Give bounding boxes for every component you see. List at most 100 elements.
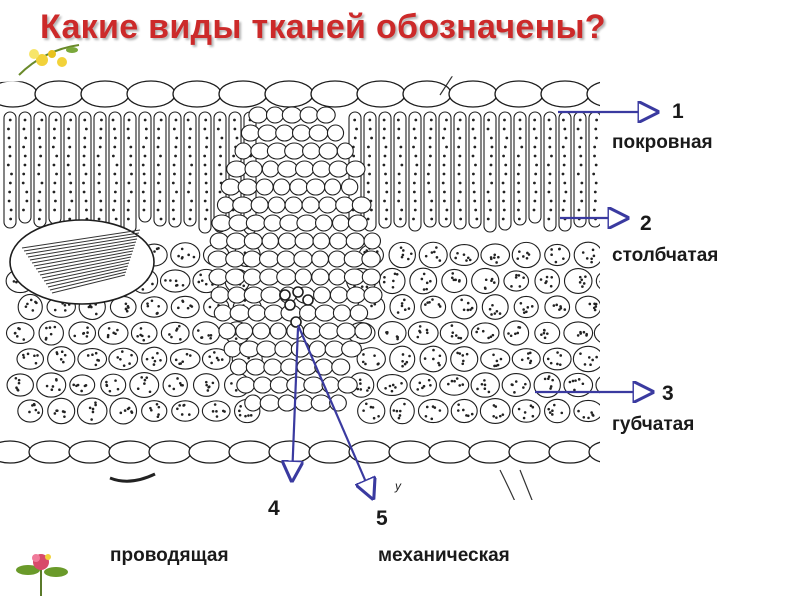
chloroplast [442, 154, 446, 158]
chloroplast [613, 354, 616, 357]
chloroplast [510, 383, 514, 386]
chloroplast [581, 382, 585, 386]
chloroplast [474, 163, 477, 167]
chloroplast [460, 298, 463, 302]
spongy-cell [169, 348, 201, 370]
chloroplast [547, 407, 551, 411]
lower-epidermis-cell [108, 440, 152, 464]
chloroplast [488, 172, 492, 176]
spongy-cell [357, 398, 386, 424]
upper-epidermis-cell [540, 80, 590, 108]
chloroplast [600, 332, 603, 335]
vascular-bundle-cell [265, 106, 285, 124]
chloroplast [22, 208, 25, 212]
spongy-cell [605, 297, 633, 318]
vascular-bundle-cell [208, 268, 229, 286]
vascular-bundle-cell [213, 304, 233, 322]
chloroplast [145, 357, 149, 361]
chloroplast [203, 154, 207, 158]
chloroplast [230, 382, 233, 385]
chloroplast [522, 276, 525, 279]
chloroplast [483, 387, 487, 390]
chloroplast [431, 298, 434, 301]
chloroplast [377, 362, 380, 365]
lower-epidermis-cell [548, 440, 592, 464]
chloroplast [124, 302, 128, 306]
palisade-cell [543, 111, 557, 232]
chloroplast [53, 181, 57, 185]
chloroplast [438, 354, 442, 358]
chloroplast [86, 354, 90, 357]
chloroplast [470, 412, 474, 416]
spongy-cell [109, 397, 138, 425]
chloroplast [486, 217, 490, 221]
spongy-cell [563, 268, 593, 294]
lower-epidermis-cell [228, 440, 272, 464]
chloroplast [385, 332, 389, 335]
chloroplast [563, 127, 567, 131]
chloroplast [55, 378, 58, 381]
vascular-bundle-cell [260, 286, 282, 304]
chloroplast [540, 333, 543, 336]
chloroplast [532, 127, 536, 131]
chloroplast [82, 154, 86, 158]
chloroplast [413, 136, 417, 140]
chloroplast [577, 378, 581, 381]
chloroplast [456, 351, 459, 355]
chloroplast [462, 359, 465, 363]
chloroplast [100, 118, 103, 122]
chloroplast [445, 145, 448, 149]
chloroplast [473, 145, 477, 149]
chloroplast [554, 260, 558, 264]
chloroplast [142, 172, 146, 176]
chloroplast [164, 279, 167, 282]
chloroplast [205, 208, 209, 212]
chloroplast [582, 416, 586, 419]
lower-surface-mark [109, 472, 156, 483]
fiber-strand [45, 265, 129, 285]
chloroplast [556, 351, 559, 354]
chloroplast [181, 360, 185, 363]
spongy-cell [47, 397, 76, 425]
chloroplast [403, 362, 407, 366]
spongy-cell [100, 373, 127, 397]
upper-epidermis-cell [218, 80, 268, 108]
chloroplast [514, 380, 518, 383]
chloroplast [142, 338, 146, 342]
chloroplast [606, 382, 609, 385]
chloroplast [82, 163, 86, 167]
chloroplast [577, 409, 580, 413]
chloroplast [531, 414, 535, 418]
chloroplast [156, 163, 160, 167]
chloroplast [15, 386, 18, 390]
chloroplast [62, 360, 65, 364]
spongy-cell [511, 399, 541, 423]
chloroplast [611, 173, 614, 176]
chloroplast [53, 208, 57, 212]
chloroplast [366, 217, 370, 221]
vascular-bundle-cell [242, 268, 262, 286]
chloroplast [559, 354, 563, 357]
chloroplast [412, 190, 416, 194]
vascular-bundle-cell [340, 178, 359, 196]
palisade-cell [483, 111, 497, 233]
chloroplast [427, 181, 430, 185]
chloroplast [352, 154, 356, 158]
chloroplast [594, 181, 598, 185]
chloroplast [219, 154, 223, 158]
spongy-cell [471, 267, 500, 295]
chloroplast [204, 380, 208, 384]
chloroplast [54, 118, 58, 122]
chloroplast [457, 199, 461, 203]
spongy-cell [481, 294, 509, 320]
chloroplast [457, 145, 461, 149]
chloroplast [425, 287, 429, 291]
chloroplast [562, 257, 565, 260]
palisade-cell [3, 111, 17, 229]
chloroplast [545, 275, 549, 279]
vascular-bundle-cell [318, 322, 340, 340]
chloroplast [136, 387, 140, 391]
chloroplast [38, 190, 42, 194]
chloroplast [189, 127, 192, 131]
chloroplast [91, 407, 95, 411]
